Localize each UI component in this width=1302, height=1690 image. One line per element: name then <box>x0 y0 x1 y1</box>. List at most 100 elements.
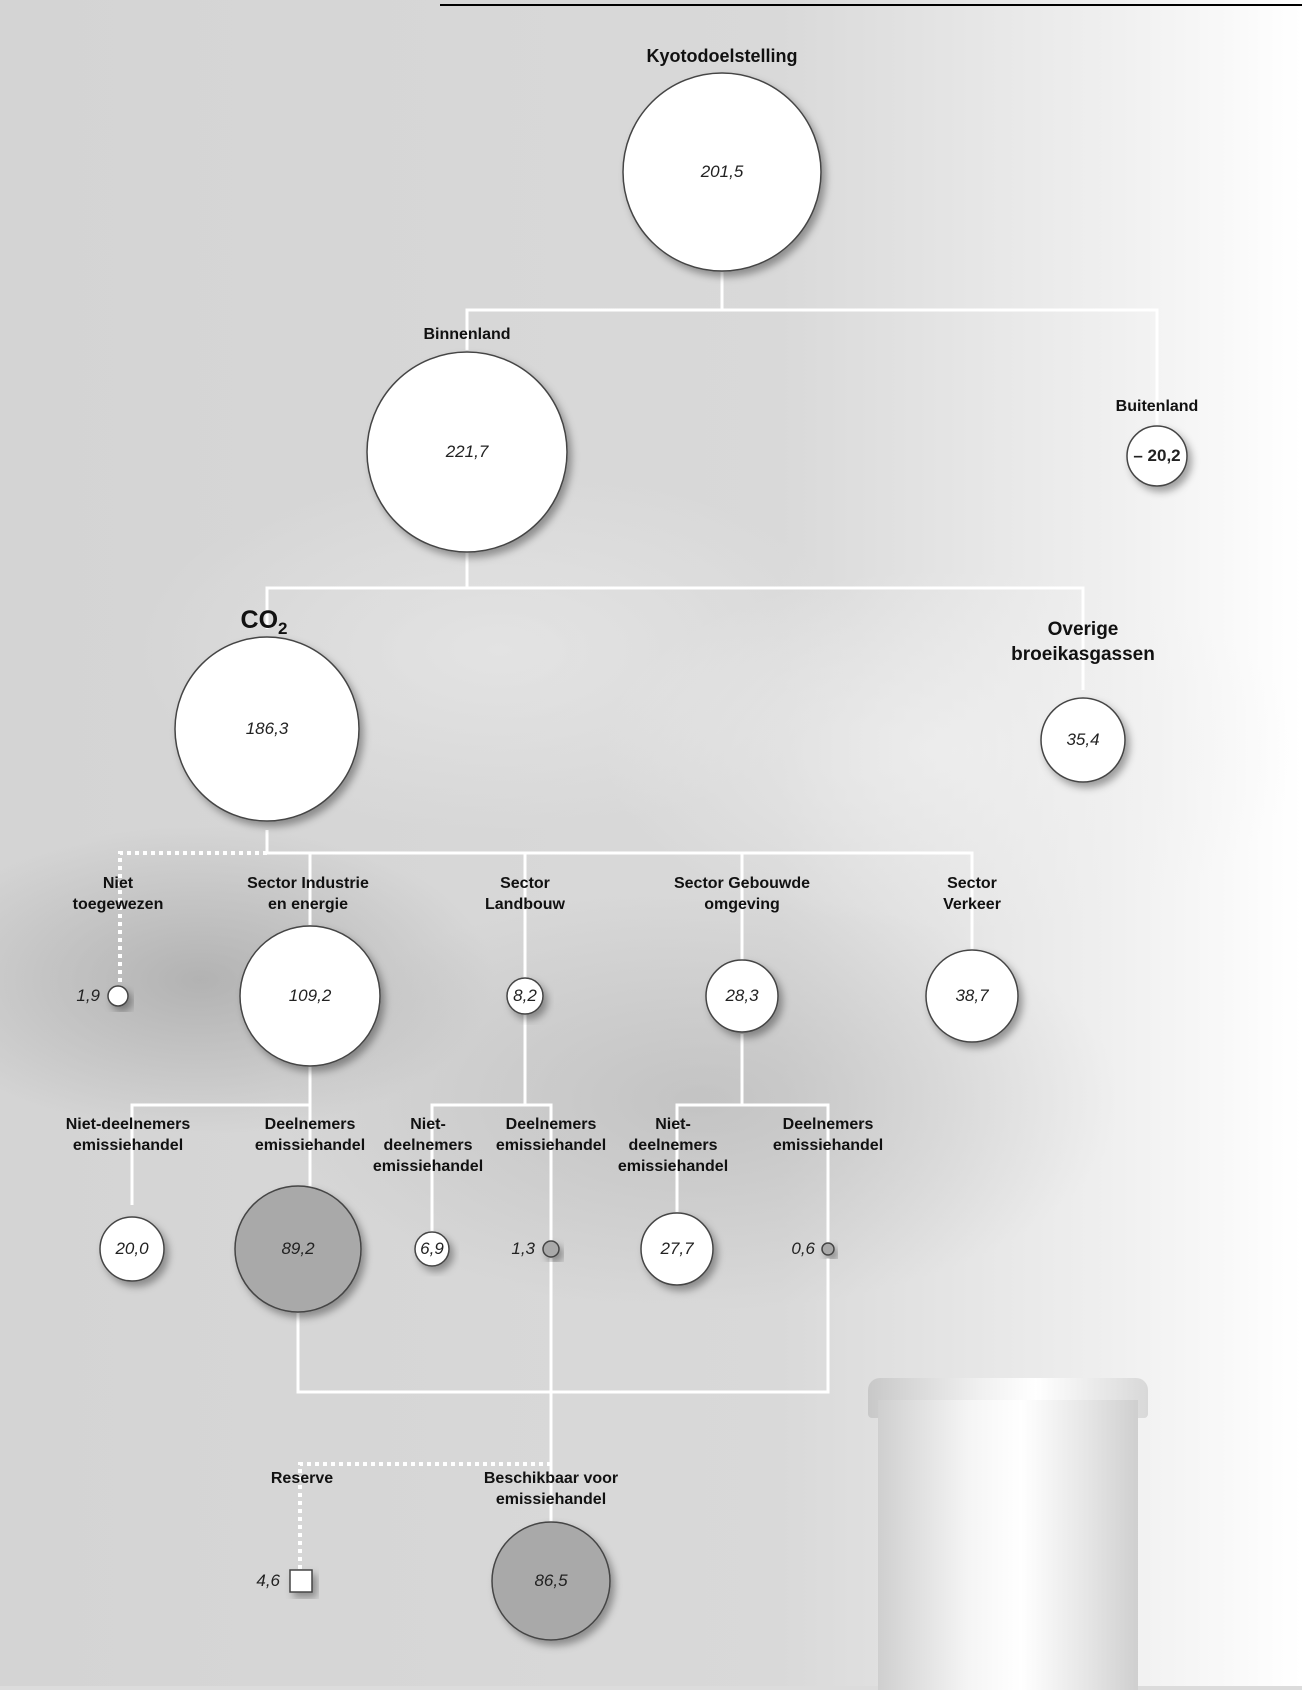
circle-verkeer <box>925 949 1019 1043</box>
label-overige-line1: Overige <box>1047 619 1119 640</box>
label-overige-line2: broeikasgassen <box>1011 644 1155 665</box>
circle-landbouw <box>506 977 544 1015</box>
label-industrie-line1: Sector Industrie <box>247 875 369 892</box>
label-geb-deel-line2: emissiehandel <box>772 1137 884 1154</box>
value-buitenland: – 20,2 <box>1133 446 1181 465</box>
label-geb-niet-line3: emissiehandel <box>617 1158 729 1175</box>
connector-gebouwde-split <box>675 1103 830 1253</box>
value-geb-niet: 27,7 <box>660 1239 694 1258</box>
label-geb-niet: Niet- deelnemers emissiehandel <box>618 1114 728 1177</box>
label-landbouw-line1: Sector <box>500 875 550 892</box>
value-ind-niet: 20,0 <box>115 1239 149 1258</box>
value-ind-deel: 89,2 <box>281 1239 315 1258</box>
label-co2-main: CO <box>240 606 279 634</box>
label-niet-toegewezen: Niet toegewezen <box>73 873 164 915</box>
circle-land-niet <box>414 1231 450 1267</box>
label-geb-niet-line2: deelnemers <box>628 1137 718 1154</box>
dotted-reserve <box>298 1462 551 1570</box>
circle-binnenland <box>366 351 568 553</box>
label-verkeer: Sector Verkeer <box>943 873 1001 915</box>
dotted-niet-toegewezen <box>118 851 267 985</box>
value-verkeer: 38,7 <box>955 986 989 1005</box>
circle-industrie <box>239 925 381 1067</box>
label-gebouwde: Sector Gebouwde omgeving <box>674 873 810 915</box>
node-shapes <box>99 72 1188 1641</box>
circle-gebouwde <box>705 959 779 1033</box>
label-niet-toegewezen-line1: Niet <box>102 875 134 892</box>
circle-ind-niet <box>99 1216 165 1282</box>
label-ind-deel-line1: Deelnemers <box>264 1116 356 1133</box>
circle-beschikbaar <box>491 1521 611 1641</box>
dotted-connectors <box>118 851 551 1570</box>
circle-geb-deel <box>821 1242 835 1256</box>
label-verkeer-line1: Sector <box>947 875 997 892</box>
value-geb-deel: 0,6 <box>791 1239 815 1258</box>
value-land-deel: 1,3 <box>511 1239 535 1258</box>
connector-lines <box>130 272 1159 1522</box>
label-land-niet-line2: deelnemers <box>383 1137 473 1154</box>
top-rule <box>440 4 1302 6</box>
label-ind-deel: Deelnemers emissiehandel <box>255 1114 365 1156</box>
label-verkeer-line2: Verkeer <box>943 896 1001 913</box>
label-niet-toegewezen-line2: toegewezen <box>72 896 164 913</box>
connector-industrie-split <box>130 1103 312 1205</box>
value-industrie: 109,2 <box>288 986 332 1005</box>
circle-geb-niet <box>640 1212 714 1286</box>
circle-ind-deel <box>234 1185 362 1313</box>
label-geb-niet-line1: Niet- <box>655 1116 691 1133</box>
label-ind-niet: Niet-deelnemers emissiehandel <box>66 1114 191 1156</box>
label-landbouw: Sector Landbouw <box>485 873 565 915</box>
label-ind-niet-line2: emissiehandel <box>72 1137 184 1154</box>
value-reserve: 4,6 <box>256 1571 280 1590</box>
label-buitenland: Buitenland <box>1115 398 1199 415</box>
value-landbouw: 8,2 <box>513 986 537 1005</box>
label-gebouwde-line2: omgeving <box>704 896 780 913</box>
value-land-niet: 6,9 <box>420 1239 444 1258</box>
connector-participants-merge <box>296 1258 830 1394</box>
label-beschikbaar: Beschikbaar voor emissiehandel <box>484 1468 618 1510</box>
label-land-deel-line1: Deelnemers <box>505 1116 597 1133</box>
label-landbouw-line2: Landbouw <box>485 896 565 913</box>
label-reserve: Reserve <box>270 1470 334 1487</box>
circle-land-deel <box>542 1240 560 1258</box>
chimney <box>878 1400 1138 1690</box>
connector-binnen-buiten <box>465 308 1159 454</box>
value-kyoto: 201,5 <box>700 162 744 181</box>
circle-buitenland <box>1126 425 1188 487</box>
label-land-deel: Deelnemers emissiehandel <box>496 1114 606 1156</box>
label-ind-niet-line1: Niet-deelnemers <box>65 1116 191 1133</box>
label-beschikbaar-line2: emissiehandel <box>495 1491 607 1508</box>
label-gebouwde-line1: Sector Gebouwde <box>673 875 811 892</box>
label-land-niet: Niet- deelnemers emissiehandel <box>373 1114 483 1177</box>
circle-kyoto <box>622 72 822 272</box>
label-co2-sub: 2 <box>278 619 288 638</box>
square-reserve <box>289 1569 313 1593</box>
label-geb-deel: Deelnemers emissiehandel <box>773 1114 883 1156</box>
value-overige: 35,4 <box>1066 730 1100 749</box>
connector-sectors <box>267 851 974 950</box>
circle-co2 <box>174 636 360 822</box>
label-beschikbaar-line1: Beschikbaar voor <box>483 1470 619 1487</box>
label-geb-deel-line1: Deelnemers <box>782 1116 874 1133</box>
label-industrie-line2: en energie <box>267 896 349 913</box>
circle-niet-toegewezen <box>107 985 129 1007</box>
label-kyoto: Kyotodoelstelling <box>646 46 798 66</box>
value-binnenland: 221,7 <box>445 442 489 461</box>
label-ind-deel-line2: emissiehandel <box>254 1137 366 1154</box>
label-industrie: Sector Industrie en energie <box>247 873 369 915</box>
value-beschikbaar: 86,5 <box>534 1571 568 1590</box>
connector-landbouw-split <box>430 1103 553 1253</box>
value-niet-toegewezen: 1,9 <box>76 986 100 1005</box>
connector-co2-overige <box>265 586 1085 690</box>
circle-overige <box>1040 697 1126 783</box>
value-gebouwde: 28,3 <box>725 986 759 1005</box>
value-co2: 186,3 <box>245 719 289 738</box>
label-land-niet-line3: emissiehandel <box>372 1158 484 1175</box>
label-binnenland: Binnenland <box>423 326 511 343</box>
label-co2: CO2 <box>241 608 288 639</box>
label-land-niet-line1: Niet- <box>410 1116 446 1133</box>
label-land-deel-line2: emissiehandel <box>495 1137 607 1154</box>
label-overige: Overige broeikasgassen <box>1011 617 1155 667</box>
